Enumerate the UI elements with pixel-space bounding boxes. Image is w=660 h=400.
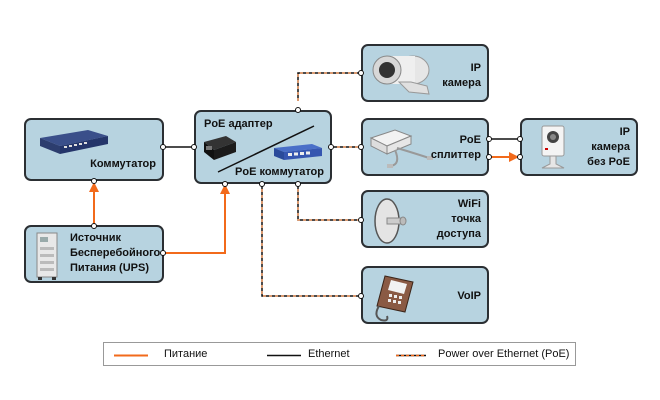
voip-phone-icon <box>375 275 414 322</box>
node-ip-camera[interactable]: IP камера <box>361 44 489 102</box>
port-dot <box>160 250 166 256</box>
wifi-label-line2: точка <box>451 213 481 225</box>
bullet-camera-icon <box>372 55 430 95</box>
wire-ups-poehub <box>163 188 226 254</box>
port-dot <box>295 181 301 187</box>
splitter-label-line1: PoE <box>459 134 481 146</box>
legend-power-swatch <box>114 354 148 357</box>
network-switch-icon <box>40 130 108 154</box>
arrow-splitter-cam <box>509 152 519 162</box>
cam-no-poe-label-line2: камера <box>591 141 630 153</box>
ups-label-line3: Питания (UPS) <box>70 262 149 274</box>
cam-no-poe-label-line3: без PoE <box>587 156 630 168</box>
node-ups[interactable]: Источник Бесперебойного Питания (UPS) <box>24 225 164 283</box>
port-dot <box>222 181 228 187</box>
splitter-label-line2: сплиттер <box>430 149 481 161</box>
node-voip[interactable]: VoIP <box>361 266 489 324</box>
wifi-label-line3: доступа <box>436 228 481 240</box>
poe-switch-label: PoE коммутатор <box>235 166 324 178</box>
dish-antenna-icon <box>374 198 407 244</box>
legend-ethernet-swatch <box>267 354 301 357</box>
arrow-ups-poehub <box>220 184 230 194</box>
port-dot <box>358 293 364 299</box>
port-dot <box>259 181 265 187</box>
switch-label: Коммутатор <box>90 158 156 170</box>
cube-camera-icon <box>541 125 565 169</box>
port-dot <box>160 144 166 150</box>
poe-switch-icon <box>274 144 322 160</box>
arrow-ups-switch <box>89 182 99 192</box>
port-dot <box>91 178 97 184</box>
legend-ethernet-label: Ethernet <box>308 348 350 360</box>
poe-splitter-icon <box>369 129 433 168</box>
port-dot <box>295 107 301 113</box>
ups-label-line2: Бесперебойного <box>70 247 161 259</box>
node-wifi-ap[interactable]: WiFi точка доступа <box>361 190 489 248</box>
wire-poe-ipcamera <box>297 72 361 101</box>
poe-divider-line <box>217 125 315 173</box>
port-dot <box>328 144 334 150</box>
legend-poe-swatch <box>396 354 426 357</box>
port-dot <box>91 223 97 229</box>
port-dot <box>486 154 492 160</box>
voip-label: VoIP <box>457 290 481 302</box>
node-ip-camera-no-poe[interactable]: IP камера без PoE <box>520 118 638 176</box>
node-poe-splitter[interactable]: PoE сплиттер <box>361 118 489 176</box>
ip-camera-label-line2: камера <box>442 77 481 89</box>
cam-no-poe-label-line1: IP <box>619 126 630 138</box>
legend-poe-label: Power over Ethernet (PoE) <box>438 348 570 360</box>
port-dot <box>358 144 364 150</box>
ip-camera-label-line1: IP <box>470 62 481 74</box>
poe-adapter-icon <box>204 136 236 160</box>
port-dot <box>486 136 492 142</box>
poe-adapter-label: PoE адаптер <box>204 118 273 130</box>
ups-icon <box>36 232 58 280</box>
port-dot <box>358 70 364 76</box>
wifi-label-line1: WiFi <box>457 198 481 210</box>
port-dot <box>358 217 364 223</box>
port-dot <box>191 144 197 150</box>
port-dot <box>517 136 523 142</box>
port-dot <box>517 154 523 160</box>
ups-label-line1: Источник <box>70 232 122 244</box>
legend: Питание Ethernet Power over Ethernet (Po… <box>103 342 576 366</box>
legend-power-label: Питание <box>164 348 208 360</box>
